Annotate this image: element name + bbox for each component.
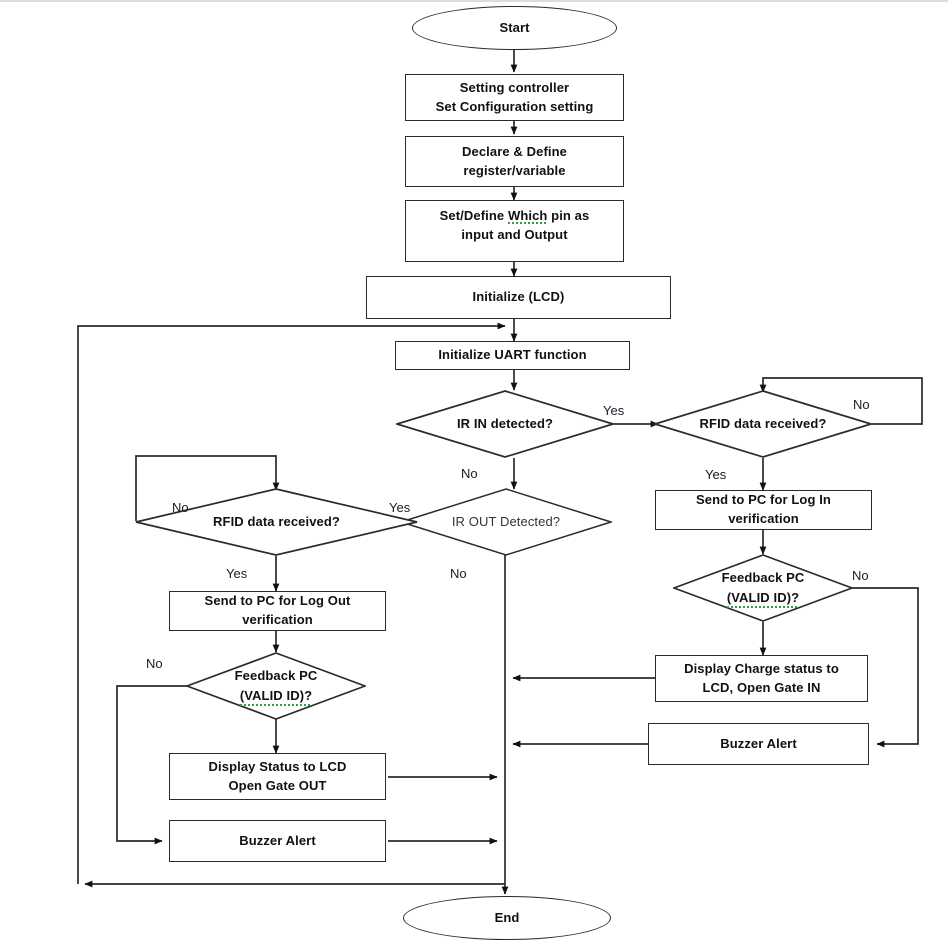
node-initialize-uart-label: Initialize UART function [438, 347, 587, 363]
top-rule [0, 0, 948, 2]
node-start[interactable]: Start [412, 6, 617, 50]
edge-label-rfid-in-yes: Yes [705, 467, 727, 482]
node-display-status-line1: Display Status to LCD [208, 758, 347, 774]
node-set-define-pin[interactable]: Set/Define Which pin as input and Output [405, 200, 624, 262]
set-define-prefix: Set/Define [439, 208, 508, 223]
node-feedback-out[interactable]: Feedback PC (VALID ID)? [186, 652, 366, 720]
node-send-login-line2: verification [728, 511, 799, 526]
node-setting-controller-line1: Setting controller [459, 79, 570, 95]
node-buzzer-out[interactable]: Buzzer Alert [169, 820, 386, 862]
node-set-define-pin-line1: Set/Define Which pin as [440, 207, 590, 226]
spellcheck-word-which: Which [507, 208, 548, 224]
node-display-charge-line1: Display Charge status to [684, 660, 839, 676]
edge-label-rfid-out-no: No [172, 500, 189, 515]
node-setting-controller-line2: Set Configuration setting [435, 98, 594, 114]
edge-label-rfid-out-yes: Yes [226, 566, 248, 581]
edge-label-ir-out-no: No [450, 566, 467, 581]
node-declare-define[interactable]: Declare & Define register/variable [405, 136, 624, 187]
node-display-charge-line2: LCD, Open Gate IN [702, 679, 821, 695]
node-set-define-pin-line2: input and Output [461, 226, 568, 242]
edge-label-feedback-in-no: No [852, 568, 869, 583]
edge-label-feedback-out-no: No [146, 656, 163, 671]
node-initialize-lcd[interactable]: Initialize (LCD) [366, 276, 671, 319]
node-ir-in-detected[interactable]: IR IN detected? [396, 390, 614, 458]
node-initialize-uart[interactable]: Initialize UART function [395, 341, 630, 370]
node-send-logout[interactable]: Send to PC for Log Out verification [169, 591, 386, 631]
edge-label-ir-in-yes: Yes [603, 403, 625, 418]
node-start-label: Start [499, 19, 530, 35]
node-setting-controller[interactable]: Setting controller Set Configuration set… [405, 74, 624, 121]
node-buzzer-in[interactable]: Buzzer Alert [648, 723, 869, 765]
node-buzzer-out-label: Buzzer Alert [239, 832, 316, 848]
node-declare-define-line1: Declare & Define [462, 143, 567, 159]
node-send-login-line1: Send to PC for Log In [696, 492, 831, 508]
node-display-status[interactable]: Display Status to LCD Open Gate OUT [169, 753, 386, 800]
node-display-charge[interactable]: Display Charge status to LCD, Open Gate … [655, 655, 868, 702]
edge-label-rfid-in-no: No [853, 397, 870, 412]
node-end-label: End [494, 909, 520, 925]
node-end[interactable]: End [403, 896, 611, 940]
edge-label-ir-out-yes: Yes [389, 500, 411, 515]
node-rfid-out-received[interactable]: RFID data received? [135, 488, 418, 556]
node-initialize-lcd-label: Initialize (LCD) [472, 289, 565, 305]
node-send-logout-line2: verification [242, 612, 313, 627]
node-declare-define-line2: register/variable [463, 162, 566, 178]
node-send-login[interactable]: Send to PC for Log In verification [655, 490, 872, 530]
node-rfid-in-received[interactable]: RFID data received? [654, 390, 872, 458]
set-define-suffix: pin as [547, 208, 590, 223]
node-buzzer-in-label: Buzzer Alert [720, 735, 797, 751]
node-ir-out-detected[interactable]: IR OUT Detected? [400, 488, 612, 556]
node-send-logout-line1: Send to PC for Log Out [204, 593, 351, 609]
node-display-status-line2: Open Gate OUT [228, 777, 327, 793]
edge-label-ir-in-no: No [461, 466, 478, 481]
node-feedback-in[interactable]: Feedback PC (VALID ID)? [673, 554, 853, 622]
